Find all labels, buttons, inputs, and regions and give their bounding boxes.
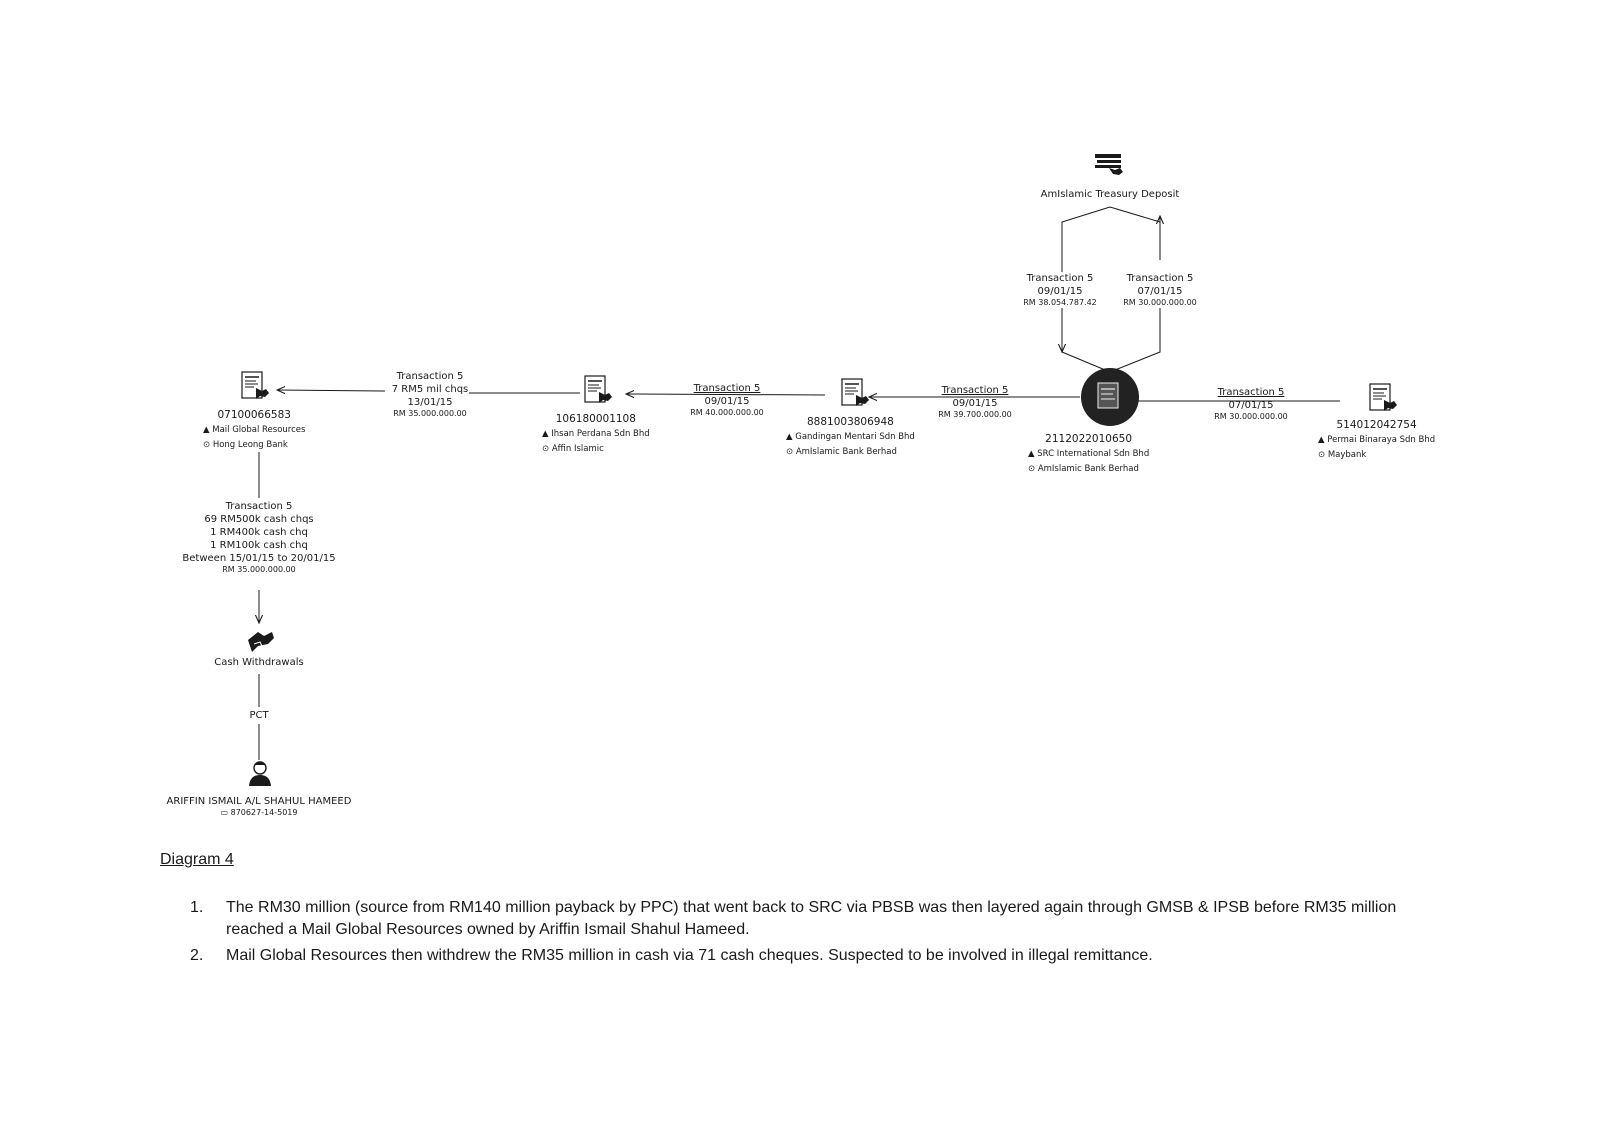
owner-name: Gandingan Mentari Sdn Bhd: [795, 432, 915, 442]
bank-account-icon: [1369, 383, 1398, 412]
edge-line1: 69 RM500k cash chqs: [204, 514, 314, 525]
edge-line2: 1 RM400k cash chq: [210, 527, 308, 538]
bank-circle-icon: ⊙: [786, 447, 796, 457]
edge-src-treasury: [1109, 308, 1161, 373]
bank-account-icon: [584, 375, 613, 404]
owner-triangle-icon: ▲: [786, 432, 796, 442]
person-name: ARIFFIN ISMAIL A/L SHAHUL HAMEED: [166, 796, 352, 807]
edge-gmsb-ipsb: [626, 394, 826, 395]
bank-name: AmIslamic Bank Berhad: [795, 447, 897, 457]
account-number: 2112022010650: [1045, 433, 1133, 445]
edge-amount: RM 39.700.000.00: [938, 410, 1012, 419]
edge-amount: RM 35.000.000.00: [393, 409, 467, 418]
treasury-icon: [1095, 154, 1123, 175]
bank-name: Affin Islamic: [551, 444, 604, 454]
person-label: ARIFFIN ISMAIL A/L SHAHUL HAMEED ▭ 87062…: [167, 795, 352, 818]
edge-label-src-treasury: Transaction 5 07/01/15 RM 30.000.000.00: [1123, 272, 1197, 308]
owner-triangle-icon: ▲: [542, 429, 552, 439]
edge-date: 09/01/15: [1037, 286, 1083, 297]
owner-triangle-icon: ▲: [1028, 449, 1038, 459]
edge-date: 07/01/15: [1228, 400, 1274, 411]
account-number: 106180001108: [555, 413, 636, 425]
edge-treasury-src: [1061, 206, 1111, 330]
cash-label: Cash Withdrawals: [214, 657, 304, 668]
account-number: 514012042754: [1336, 419, 1417, 431]
edge-label-src-gmsb: Transaction 5 09/01/15 RM 39.700.000.00: [938, 384, 1012, 420]
edge-label-cash-person: PCT: [249, 709, 269, 722]
owner-name: Permai Binaraya Sdn Bhd: [1327, 435, 1436, 445]
bank-account-icon: [241, 371, 270, 400]
account-number: 8881003806948: [806, 416, 894, 428]
edge-amount: RM 40.000.000.00: [690, 408, 764, 417]
bank-account-icon: [841, 378, 870, 407]
edge-title: Transaction 5: [1217, 387, 1285, 398]
id-card-icon: ▭: [220, 808, 231, 817]
bank-circle-icon: ⊙: [542, 444, 552, 454]
person-icon: [249, 761, 271, 786]
node-pbsb: 514012042754 ▲ Permai Binaraya Sdn Bhd ⊙…: [1318, 418, 1435, 463]
bank-name: Maybank: [1327, 450, 1367, 460]
node-ipsb: 106180001108 ▲ Ihsan Perdana Sdn Bhd ⊙ A…: [542, 412, 650, 457]
edge-title: Transaction 5: [1126, 273, 1194, 284]
edge-label-ipsb-mgr: Transaction 5 7 RM5 mil chqs 13/01/15 RM…: [392, 370, 469, 419]
edge-src-treasury-top: [1109, 206, 1161, 223]
node-mgr: 07100066583 ▲ Mail Global Resources ⊙ Ho…: [203, 408, 305, 453]
edge-title: Transaction 5: [1026, 273, 1094, 284]
edge-line3: 1 RM100k cash chq: [210, 540, 308, 551]
bank-name: Hong Leong Bank: [212, 440, 288, 450]
bank-circle-icon: ⊙: [1028, 464, 1038, 474]
list-item: 2. Mail Global Resources then withdrew t…: [190, 945, 1410, 967]
account-number: 07100066583: [217, 409, 291, 421]
note-text: The RM30 million (source from RM140 mill…: [226, 899, 1397, 938]
bank-circle-icon: ⊙: [203, 440, 213, 450]
bank-name: AmIslamic Bank Berhad: [1037, 464, 1139, 474]
edge-title: Transaction 5: [225, 501, 293, 512]
edge-detail: 7 RM5 mil chqs: [391, 384, 469, 395]
edge-treasury-src-bottom: [1061, 351, 1111, 373]
list-item: 1. The RM30 million (source from RM140 m…: [190, 897, 1410, 941]
edge-amount: RM 30.000.000.00: [1214, 412, 1288, 421]
notes-list: 1. The RM30 million (source from RM140 m…: [190, 897, 1410, 971]
owner-triangle-icon: ▲: [1318, 435, 1328, 445]
bank-circle-icon: ⊙: [1318, 450, 1328, 460]
edge-date: 13/01/15: [407, 397, 453, 408]
edge-title: Transaction 5: [693, 383, 761, 394]
edge-label-treasury-src: Transaction 5 09/01/15 RM 38.054.787.42: [1023, 272, 1097, 308]
treasury-label: AmIslamic Treasury Deposit: [1040, 189, 1180, 200]
edge-period: Between 15/01/15 to 20/01/15: [182, 553, 336, 564]
owner-name: SRC International Sdn Bhd: [1037, 449, 1150, 459]
note-number: 2.: [190, 947, 204, 964]
edge-amount: RM 30.000.000.00: [1123, 298, 1197, 307]
edge-label-gmsb-ipsb: Transaction 5 09/01/15 RM 40.000.000.00: [690, 382, 764, 418]
node-gmsb: 8881003806948 ▲ Gandingan Mentari Sdn Bh…: [786, 415, 915, 460]
note-text: Mail Global Resources then withdrew the …: [226, 947, 1153, 964]
owner-name: Ihsan Perdana Sdn Bhd: [551, 429, 650, 439]
note-number: 1.: [190, 899, 204, 916]
edge-amount: RM 38.054.787.42: [1023, 298, 1097, 307]
diagram-caption: Diagram 4: [160, 851, 234, 868]
person-id: 870627-14-5019: [230, 808, 298, 817]
edge-title: Transaction 5: [396, 371, 464, 382]
edge-amount: RM 35.000.000.00: [222, 565, 296, 574]
edge-title: Transaction 5: [941, 385, 1009, 396]
cash-icon: [248, 632, 274, 652]
edge-label-mgr-cash: Transaction 5 69 RM500k cash chqs 1 RM40…: [182, 500, 335, 575]
owner-name: Mail Global Resources: [212, 425, 306, 435]
edge-date: 07/01/15: [1137, 286, 1183, 297]
owner-triangle-icon: ▲: [203, 425, 213, 435]
src-node-icon: [1081, 368, 1139, 426]
node-src: 2112022010650 ▲ SRC International Sdn Bh…: [1028, 432, 1149, 477]
edge-date: 09/01/15: [704, 396, 750, 407]
edge-date: 09/01/15: [952, 398, 998, 409]
edge-label-pbsb-src: Transaction 5 07/01/15 RM 30.000.000.00: [1214, 386, 1288, 422]
edge-ipsb-mgr-left: [277, 390, 386, 391]
